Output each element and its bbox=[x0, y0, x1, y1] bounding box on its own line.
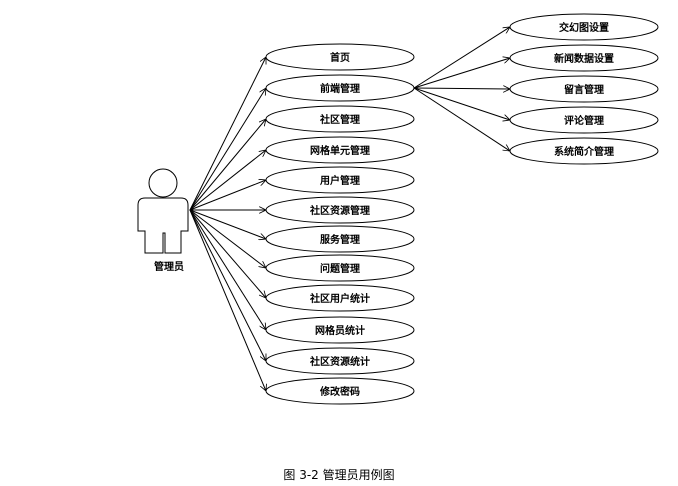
association-arrow bbox=[189, 119, 266, 211]
use-case[interactable]: 首页 bbox=[265, 43, 415, 71]
use-case-label: 网格单元管理 bbox=[310, 144, 370, 157]
use-case-label: 社区资源统计 bbox=[309, 355, 370, 368]
use-case-label: 修改密码 bbox=[319, 385, 360, 398]
sub-use-case-label: 留言管理 bbox=[564, 83, 604, 96]
sub-use-case[interactable]: 评论管理 bbox=[509, 106, 659, 134]
association-arrow bbox=[189, 209, 267, 361]
association-arrow bbox=[189, 88, 266, 211]
use-case[interactable]: 社区资源管理 bbox=[265, 196, 415, 224]
use-case[interactable]: 用户管理 bbox=[265, 166, 415, 194]
use-case-label: 社区资源管理 bbox=[309, 204, 370, 217]
use-case-label: 问题管理 bbox=[320, 262, 360, 275]
actor-label: 管理员 bbox=[154, 260, 184, 273]
actor-figure bbox=[137, 168, 189, 254]
use-case[interactable]: 社区管理 bbox=[265, 105, 415, 133]
sub-use-case[interactable]: 留言管理 bbox=[509, 75, 659, 103]
sub-use-case[interactable]: 系统简介管理 bbox=[509, 137, 659, 165]
association-arrow bbox=[189, 209, 266, 268]
association-arrow bbox=[189, 57, 267, 211]
use-case[interactable]: 社区资源统计 bbox=[265, 347, 415, 375]
actor-body bbox=[137, 197, 189, 254]
use-case-label: 社区管理 bbox=[319, 113, 360, 126]
use-case-label: 网格员统计 bbox=[315, 324, 365, 337]
association-arrow bbox=[413, 58, 510, 89]
association-arrow bbox=[189, 150, 266, 211]
use-case[interactable]: 修改密码 bbox=[265, 377, 415, 405]
actor-head bbox=[148, 168, 178, 198]
use-case[interactable]: 社区用户统计 bbox=[265, 284, 415, 312]
frontend-associations bbox=[413, 27, 510, 151]
figure-caption: 图 3-2 管理员用例图 bbox=[283, 468, 395, 482]
association-arrow bbox=[189, 209, 266, 330]
use-case[interactable]: 服务管理 bbox=[265, 225, 415, 253]
sub-use-case-label: 评论管理 bbox=[564, 114, 604, 127]
association-arrow bbox=[189, 209, 266, 298]
use-case-label: 服务管理 bbox=[320, 233, 360, 246]
association-arrow bbox=[413, 27, 510, 89]
use-case[interactable]: 前端管理 bbox=[265, 74, 415, 102]
use-case-label: 用户管理 bbox=[319, 174, 360, 187]
use-case-label: 首页 bbox=[330, 51, 350, 64]
association-arrow bbox=[413, 88, 510, 89]
use-case-label: 前端管理 bbox=[320, 82, 360, 95]
use-case[interactable]: 网格单元管理 bbox=[265, 136, 415, 164]
sub-use-case-label: 新闻数据设置 bbox=[554, 52, 614, 65]
association-arrow bbox=[189, 209, 266, 391]
use-case[interactable]: 问题管理 bbox=[265, 254, 415, 282]
use-case[interactable]: 网格员统计 bbox=[265, 316, 415, 344]
association-arrow bbox=[189, 180, 266, 211]
sub-use-case-label: 交幻图设置 bbox=[559, 21, 609, 34]
use-case-label: 社区用户统计 bbox=[309, 292, 370, 305]
association-arrow bbox=[413, 87, 510, 120]
sub-use-case[interactable]: 交幻图设置 bbox=[509, 13, 659, 41]
actor-associations bbox=[189, 57, 267, 391]
association-arrow bbox=[189, 209, 266, 239]
sub-use-case-label: 系统简介管理 bbox=[554, 145, 614, 158]
sub-use-case[interactable]: 新闻数据设置 bbox=[509, 44, 659, 72]
association-arrow bbox=[413, 87, 510, 151]
